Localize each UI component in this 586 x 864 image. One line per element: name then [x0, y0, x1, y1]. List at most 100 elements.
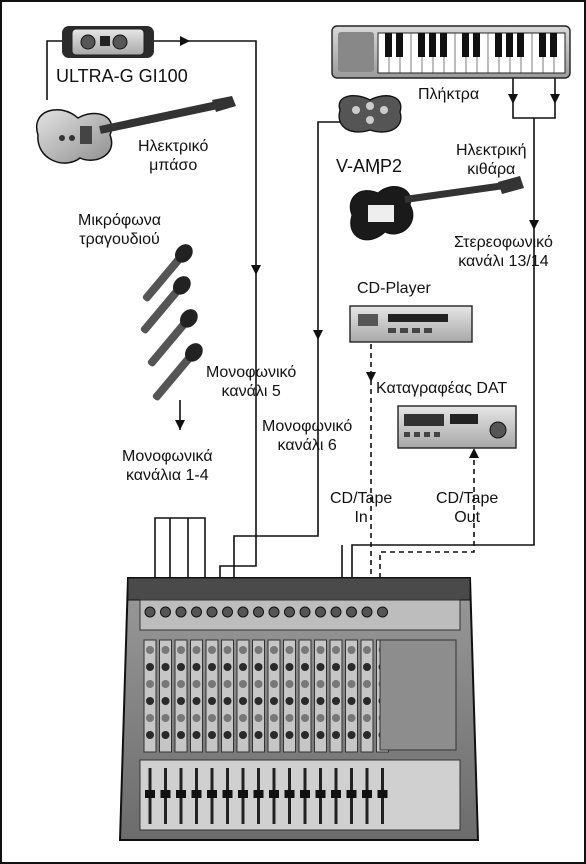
keyboard-controller [331, 25, 571, 79]
knob [161, 646, 170, 654]
knob [177, 697, 185, 705]
knob [192, 714, 201, 722]
knob [192, 680, 201, 688]
knob [332, 731, 340, 739]
cd-player-unit [349, 305, 473, 343]
knob [192, 697, 201, 705]
input-jack [284, 606, 295, 618]
knob [363, 714, 371, 722]
input-jack [144, 606, 156, 618]
knob [208, 731, 216, 739]
knob [270, 663, 278, 671]
arrow-down-cd [366, 372, 376, 382]
knob [332, 680, 340, 688]
input-jack [330, 606, 342, 618]
bass-label-line1: Ηλεκτρικό [138, 138, 209, 155]
knob [239, 680, 247, 688]
guitar-label: Ηλεκτρική κιθάρα [456, 142, 527, 180]
dashed-cables [370, 344, 475, 596]
knob [223, 697, 232, 705]
knob [347, 663, 356, 671]
arrow-down-keyb-r [550, 94, 560, 104]
fader-cap [160, 790, 171, 798]
mic-icon [142, 244, 193, 302]
ultra-g-label: ULTRA-G GI100 [56, 66, 188, 86]
input-jack [175, 606, 187, 618]
v-amp2-unit [338, 94, 402, 133]
cable-keyboard-to-stereo [351, 118, 535, 590]
bass-guitar [35, 96, 236, 164]
tape-out-line1: CD/Tape [436, 490, 499, 507]
knob [316, 663, 325, 671]
mic-icon [147, 309, 198, 367]
fader-cap [253, 790, 264, 798]
mono-ch1-4-line1: Μονοφωνικά [122, 448, 213, 465]
fader-cap [207, 790, 217, 798]
input-jacks [144, 606, 388, 618]
fader-cap [176, 790, 186, 798]
stereo-label: Στερεοφωνικό κανάλι 13/14 [454, 234, 553, 272]
cable-vamp-to-ch6 [233, 121, 340, 590]
tape-in-line2: In [354, 508, 368, 526]
mic-icon [152, 343, 203, 401]
knob [347, 714, 356, 722]
mics-label: Μικρόφωνα τραγουδιού [78, 212, 161, 250]
mono-ch6-line2: κανάλι 6 [277, 436, 337, 454]
knob [254, 731, 263, 739]
keyboard-label: Πλήκτρα [418, 86, 480, 103]
mono-ch6-label: Μονοφωνικό κανάλι 6 [262, 418, 352, 456]
knob [192, 731, 201, 739]
knob [208, 663, 216, 671]
knob [332, 714, 340, 722]
knob [285, 731, 294, 739]
fader-cap [377, 790, 388, 798]
knob [208, 697, 216, 705]
input-jack [268, 606, 280, 618]
ultra-g-di-box [62, 26, 154, 58]
guitar-label-line1: Ηλεκτρική [456, 142, 527, 159]
knob [239, 646, 247, 654]
knob [161, 697, 170, 705]
input-jack [377, 606, 388, 618]
knob [223, 646, 232, 654]
knob [301, 697, 309, 705]
knob [161, 663, 170, 671]
knob [208, 646, 216, 654]
knob [316, 731, 325, 739]
knob [208, 680, 216, 688]
knob [239, 697, 247, 705]
stereo-label-line2: κανάλι 13/14 [458, 252, 549, 270]
knob [363, 646, 371, 654]
mono-ch1-4-line2: κανάλια 1-4 [125, 466, 209, 484]
knob [347, 646, 356, 654]
guitar-label-line2: κιθάρα [467, 160, 516, 178]
knob [177, 731, 185, 739]
input-jack [299, 606, 311, 618]
mono-ch5-label: Μονοφωνικό κανάλι 5 [206, 364, 296, 402]
arrow-down-mics [175, 420, 185, 430]
knob [316, 697, 325, 705]
knob [161, 731, 170, 739]
mono-ch5-line1: Μονοφωνικό [206, 364, 297, 381]
tape-out-line2: Out [454, 508, 481, 526]
knob [177, 714, 185, 722]
arrow-down-ch6 [313, 330, 323, 340]
fader-cap [269, 790, 279, 798]
cable-bass-to-ultra-g [46, 40, 64, 100]
arrow-up-dat [469, 448, 479, 458]
knob [146, 714, 154, 722]
knob [146, 646, 154, 654]
knob [239, 663, 247, 671]
knob [146, 731, 154, 739]
knob [239, 714, 247, 722]
mono-ch1-4-label: Μονοφωνικά κανάλια 1-4 [122, 448, 213, 486]
knob [192, 663, 201, 671]
knob [363, 663, 371, 671]
knob [332, 646, 340, 654]
knob [347, 697, 356, 705]
fader-cap [191, 790, 202, 798]
input-jack [237, 606, 249, 618]
knob [285, 663, 294, 671]
mics-label-line2: τραγουδιού [79, 230, 160, 248]
